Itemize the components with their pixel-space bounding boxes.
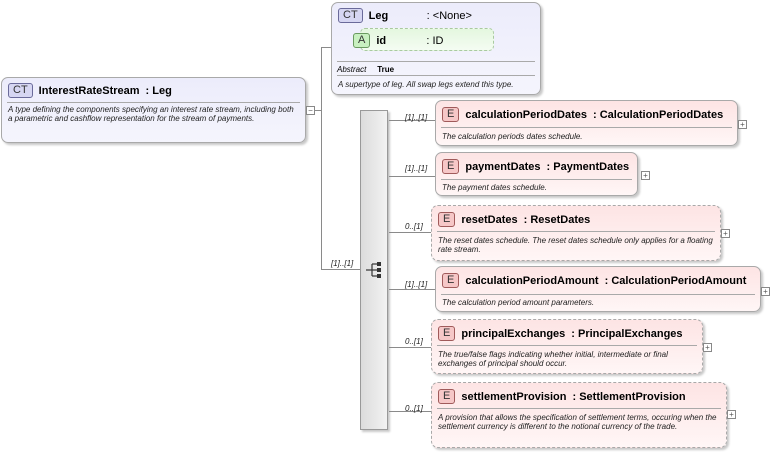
- element-type: : CalculationPeriodAmount: [604, 274, 747, 287]
- element-cardinality: 0..[1]: [405, 337, 423, 346]
- element-cardinality: 0..[1]: [405, 222, 423, 231]
- element-name: principalExchanges: [461, 327, 566, 340]
- abstract-label: Abstract: [337, 65, 367, 74]
- plus-expand-icon[interactable]: +: [727, 410, 736, 419]
- element-documentation: The true/false flags indicating whether …: [438, 350, 668, 368]
- attribute-type: : ID: [426, 34, 444, 47]
- connector-element: [389, 120, 435, 121]
- attribute-icon: A: [353, 33, 371, 48]
- element-name: calculationPeriodDates: [465, 108, 587, 121]
- sequence-cardinality: [1]..[1]: [331, 259, 354, 268]
- element-name: calculationPeriodAmount: [465, 274, 599, 287]
- base-type-ref: : Leg: [145, 84, 172, 97]
- attribute-id[interactable]: A id : ID: [353, 28, 494, 51]
- connector-element: [389, 411, 431, 412]
- element-documentation: The calculation periods dates schedule.: [442, 132, 583, 141]
- plus-expand-icon[interactable]: +: [721, 229, 730, 238]
- connector-to-sequence: [321, 269, 361, 270]
- type-name: Leg: [368, 9, 389, 22]
- element-name: paymentDates: [465, 160, 541, 173]
- element-name: settlementProvision: [461, 390, 567, 403]
- element-documentation: The calculation period amount parameters…: [442, 298, 595, 307]
- plus-expand-icon[interactable]: +: [641, 171, 650, 180]
- connector-element: [389, 289, 435, 290]
- element-settlement-provision[interactable]: E settlementProvision : SettlementProvis…: [431, 382, 727, 448]
- type-documentation: A type defining the components specifyin…: [8, 105, 294, 123]
- element-calculation-period-amount[interactable]: E calculationPeriodAmount : CalculationP…: [435, 266, 761, 312]
- element-cardinality: [1]..[1]: [405, 164, 428, 173]
- plus-expand-icon[interactable]: +: [761, 287, 770, 296]
- element-cardinality: [1]..[1]: [405, 113, 428, 122]
- element-type: : CalculationPeriodDates: [593, 108, 724, 121]
- complex-type-leg[interactable]: CT Leg : <None> A id : ID Abstract True …: [331, 2, 541, 95]
- connector-root-to-base: [313, 110, 322, 111]
- element-type: : ResetDates: [523, 213, 591, 226]
- element-icon: E: [442, 273, 460, 288]
- element-documentation: A provision that allows the specificatio…: [438, 413, 717, 431]
- element-principal-exchanges[interactable]: E principalExchanges : PrincipalExchange…: [431, 319, 703, 374]
- element-icon: E: [438, 212, 456, 227]
- element-type: : PaymentDates: [546, 160, 630, 173]
- element-cardinality: [1]..[1]: [405, 280, 428, 289]
- connector-element: [389, 176, 435, 177]
- element-name: resetDates: [461, 213, 518, 226]
- element-documentation: The reset dates schedule. The reset date…: [438, 236, 713, 254]
- abstract-value: True: [377, 65, 395, 74]
- element-icon: E: [438, 389, 456, 404]
- connector-to-base: [321, 47, 332, 48]
- element-icon: E: [438, 326, 456, 341]
- element-type: : PrincipalExchanges: [571, 327, 683, 340]
- element-icon: E: [442, 107, 460, 122]
- element-payment-dates[interactable]: E paymentDates : PaymentDates The paymen…: [435, 152, 638, 196]
- attribute-name: id: [376, 34, 387, 47]
- element-icon: E: [442, 159, 460, 174]
- element-calculation-period-dates[interactable]: E calculationPeriodDates : CalculationPe…: [435, 100, 738, 146]
- base-type-ref: : <None>: [426, 9, 472, 22]
- sequence-compositor[interactable]: [360, 110, 388, 430]
- type-name: InterestRateStream: [38, 84, 140, 97]
- complex-type-icon: CT: [8, 83, 33, 98]
- element-reset-dates[interactable]: E resetDates : ResetDates The reset date…: [431, 205, 721, 261]
- connector-vertical: [321, 47, 322, 269]
- minus-collapse-icon[interactable]: −: [306, 106, 315, 115]
- sequence-bus: [388, 120, 389, 411]
- complex-type-icon: CT: [338, 8, 363, 23]
- connector-element: [389, 347, 431, 348]
- element-type: : SettlementProvision: [572, 390, 686, 403]
- plus-expand-icon[interactable]: +: [738, 120, 747, 129]
- plus-expand-icon[interactable]: +: [703, 343, 712, 352]
- connector-element: [389, 232, 431, 233]
- type-documentation: A supertype of leg. All swap legs extend…: [338, 80, 514, 89]
- element-documentation: The payment dates schedule.: [442, 183, 547, 192]
- complex-type-interest-rate-stream[interactable]: CT InterestRateStream : Leg A type defin…: [1, 77, 306, 143]
- element-cardinality: 0..[1]: [405, 404, 423, 413]
- sequence-compositor-icon: [366, 262, 381, 278]
